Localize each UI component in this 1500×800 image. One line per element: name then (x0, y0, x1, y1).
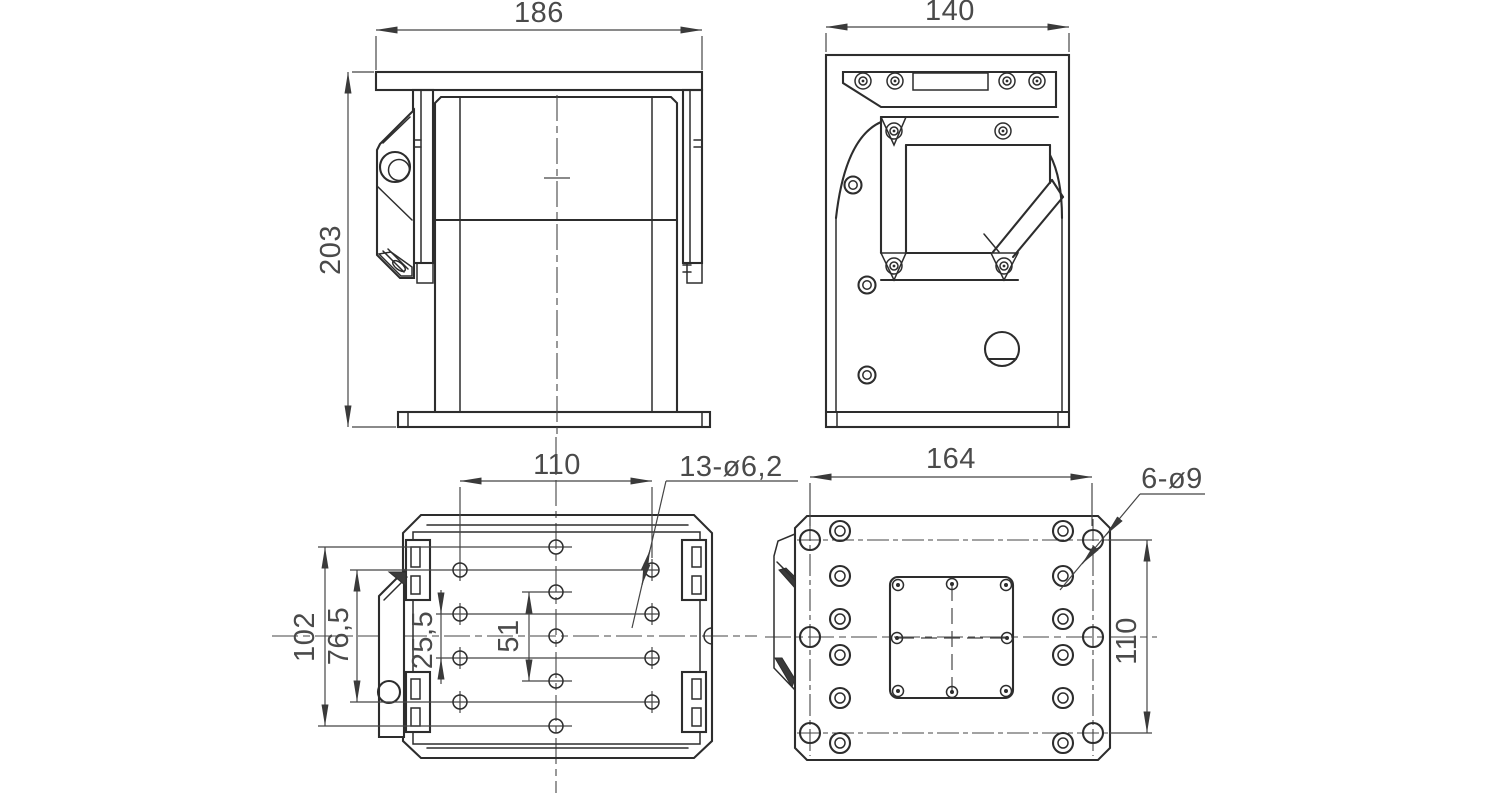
bottom-view-base: 164 6-ø9 110 (765, 443, 1205, 762)
top-view-base: 110 13-ø6,2 102 76,5 25,5 51 (272, 437, 798, 793)
center-square-pocket (888, 575, 1015, 700)
callout-13-holes-label: 13-ø6,2 (679, 451, 782, 483)
dim-51-label: 51 (493, 619, 525, 652)
dim-186-label: 186 (514, 0, 564, 29)
dim-102-label: 102 (289, 612, 321, 662)
dim-110-top-label: 110 (533, 449, 581, 481)
dim-164-label: 164 (926, 443, 976, 475)
bottom-clamp-tab (773, 533, 796, 691)
side-top-screws (854, 72, 1046, 90)
front-clamp-bracket (375, 107, 416, 280)
side-pin-hole (983, 330, 1021, 368)
dim-140-label: 140 (925, 0, 975, 27)
side-screw-holes (843, 175, 877, 385)
dim-110-right-label: 110 (1111, 617, 1143, 665)
dim-25-5-label: 25,5 (407, 611, 439, 669)
top-clamp-bracket (376, 568, 408, 739)
callout-6-holes-label: 6-ø9 (1141, 463, 1203, 495)
front-view: 186 203 (315, 0, 712, 437)
side-view: 140 (824, 0, 1071, 429)
mount-hole-grid (452, 539, 660, 734)
side-frame-screws (885, 122, 1013, 275)
dim-203-label: 203 (315, 225, 347, 275)
dim-76-5-label: 76,5 (323, 607, 355, 665)
